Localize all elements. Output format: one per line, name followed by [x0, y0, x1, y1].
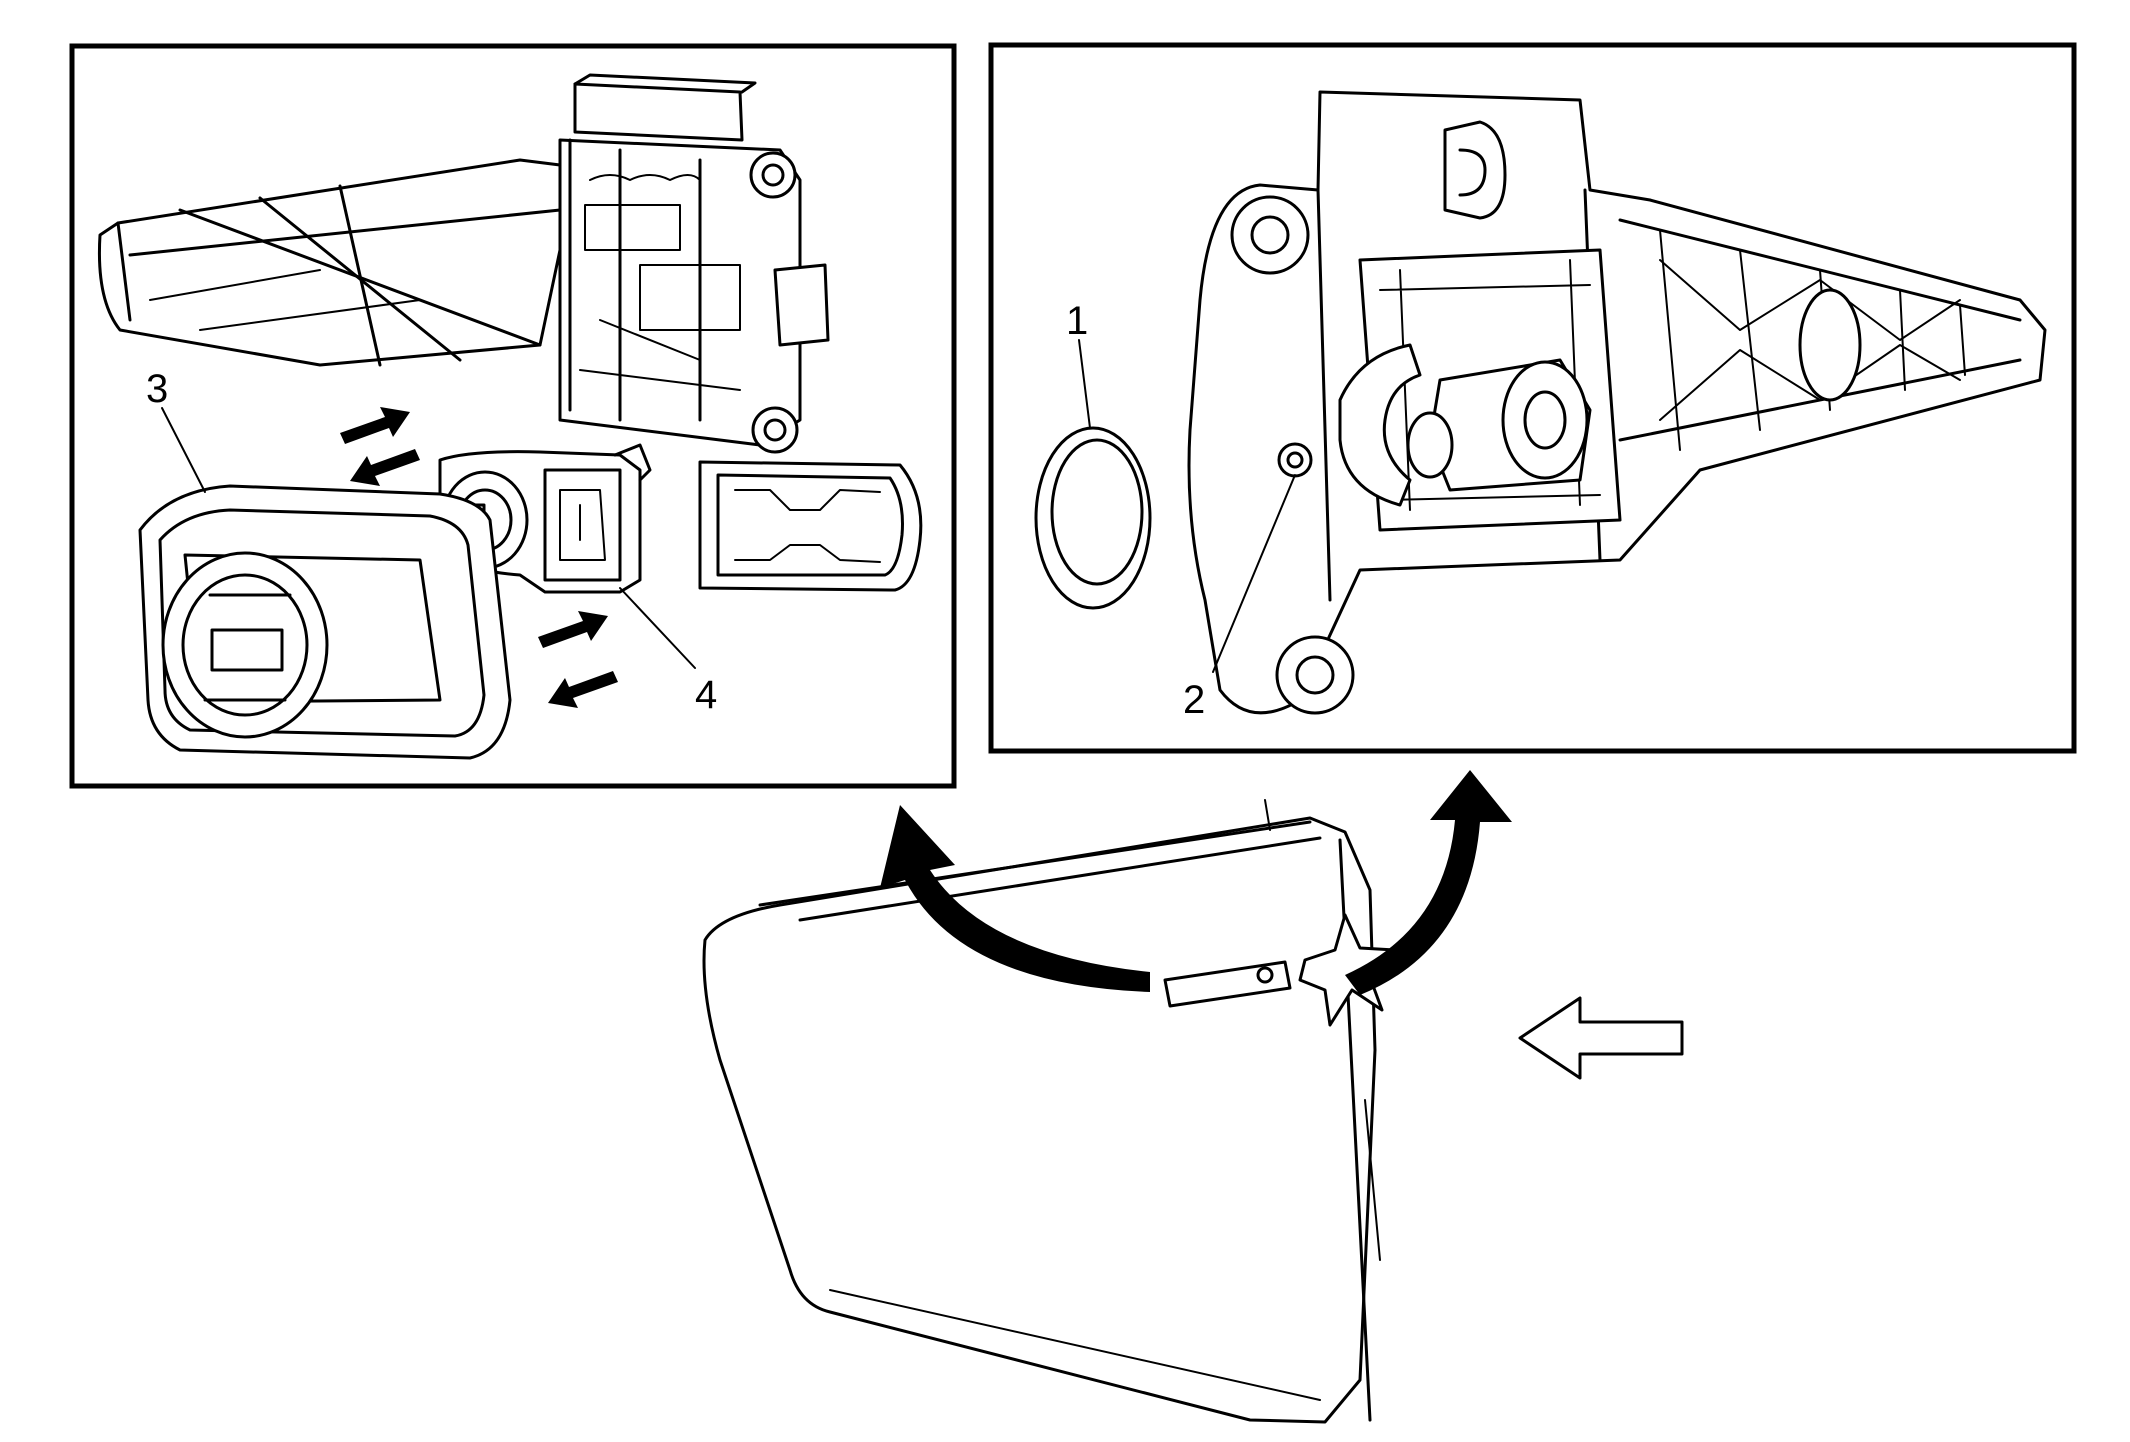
leader-1: [1078, 339, 1091, 429]
curved-arrow-left: [880, 805, 1150, 992]
callout-3: 3: [146, 367, 168, 411]
handle-base-rear: [1187, 90, 2047, 715]
callout-4: 4: [695, 673, 717, 717]
callout-2: 2: [1183, 678, 1205, 722]
arrow-pair-lower: [538, 611, 618, 708]
handle-bracket-assembly: [97, 73, 830, 454]
door-overview: [702, 799, 1397, 1424]
leader-4: [619, 587, 696, 669]
leader-2: [1212, 474, 1296, 673]
arrow-pair-upper: [340, 407, 420, 486]
left-detail-panel: 3 4: [69, 43, 957, 789]
access-plug: [1034, 426, 1152, 610]
leader-3: [161, 407, 206, 493]
curved-arrow-right: [1345, 770, 1512, 995]
gasket: [698, 460, 923, 592]
callout-1: 1: [1066, 299, 1088, 343]
view-direction-arrow: [1518, 996, 1684, 1080]
handle-cover-cap: [138, 484, 512, 760]
impact-burst: [1298, 913, 1397, 1027]
right-detail-panel: 1 2: [988, 42, 2077, 754]
